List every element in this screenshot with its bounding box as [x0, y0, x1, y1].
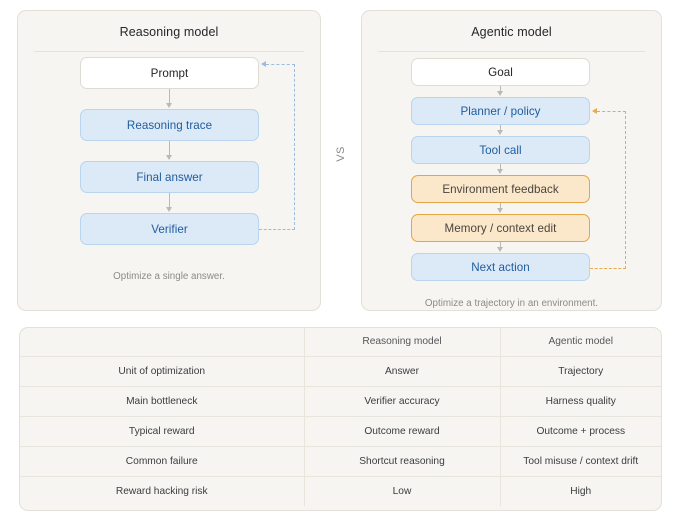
arrow-memory-to-nextaction-line: [500, 242, 501, 247]
arrow-planner-to-toolcall-line: [500, 125, 501, 130]
cell-reasoning: Shortcut reasoning: [303, 445, 500, 476]
node-next-action-label: Next action: [471, 260, 530, 274]
node-prompt-label: Prompt: [150, 66, 189, 80]
agentic-model-panel: Agentic model Goal Planner / policy Tool…: [361, 10, 662, 311]
feedback-loop-right-segment: [294, 64, 295, 230]
cell-agentic: Trajectory: [499, 355, 661, 386]
arrow-answer-to-verifier-head: [166, 207, 172, 212]
arrow-goal-to-planner-line: [500, 86, 501, 91]
arrow-prompt-to-trace-head: [166, 103, 172, 108]
table-row: Reward hacking risk Low High: [20, 475, 661, 506]
cell-attribute: Main bottleneck: [20, 385, 304, 416]
arrow-toolcall-to-envfeedback-head: [497, 169, 503, 174]
agentic-loop-right-segment: [625, 111, 626, 269]
node-planner-policy[interactable]: Planner / policy: [411, 97, 590, 125]
reasoning-model-panel: Reasoning model Prompt Reasoning trace F…: [17, 10, 321, 311]
arrow-prompt-to-trace-line: [169, 89, 170, 103]
agentic-model-caption: Optimize a trajectory in an environment.: [424, 298, 599, 309]
cell-agentic: Tool misuse / context drift: [499, 445, 661, 476]
agentic-loop-top-segment: [597, 111, 626, 112]
cell-agentic: Outcome + process: [499, 415, 661, 446]
node-final-answer-label: Final answer: [136, 170, 203, 184]
arrow-planner-to-toolcall-head: [497, 130, 503, 135]
vs-divider-label: VS: [335, 146, 347, 162]
cell-reasoning: Low: [303, 475, 500, 506]
comparison-table-body: Unit of optimization Answer Trajectory M…: [20, 355, 661, 506]
node-verifier-label: Verifier: [151, 222, 188, 236]
table-header-attribute: [20, 328, 304, 356]
node-planner-policy-label: Planner / policy: [460, 104, 541, 118]
agentic-loop-arrowhead: [592, 107, 597, 114]
arrow-memory-to-nextaction-head: [497, 247, 503, 252]
table-header-row: Reasoning model Agentic model: [20, 328, 661, 356]
panel-divider-rule: [34, 51, 304, 52]
agentic-model-title: Agentic model: [471, 25, 552, 39]
cell-attribute: Reward hacking risk: [20, 475, 304, 506]
node-prompt[interactable]: Prompt: [80, 57, 259, 89]
reasoning-model-caption: Optimize a single answer.: [113, 271, 225, 282]
cell-agentic: High: [499, 475, 661, 506]
cell-reasoning: Answer: [303, 355, 500, 386]
table-row: Main bottleneck Verifier accuracy Harnes…: [20, 385, 661, 416]
node-verifier[interactable]: Verifier: [80, 213, 259, 245]
arrow-trace-to-answer-head: [166, 155, 172, 160]
node-goal[interactable]: Goal: [411, 58, 590, 86]
cell-attribute: Common failure: [20, 445, 304, 476]
node-environment-feedback[interactable]: Environment feedback: [411, 175, 590, 203]
table-row: Unit of optimization Answer Trajectory: [20, 355, 661, 386]
table-header-reasoning: Reasoning model: [303, 328, 500, 356]
feedback-loop-top-segment: [266, 64, 295, 65]
arrow-trace-to-answer-line: [169, 141, 170, 155]
agentic-loop-bottom-segment: [590, 268, 626, 269]
arrow-toolcall-to-envfeedback-line: [500, 164, 501, 169]
table-row: Typical reward Outcome reward Outcome + …: [20, 415, 661, 446]
node-reasoning-trace[interactable]: Reasoning trace: [80, 109, 259, 141]
node-tool-call[interactable]: Tool call: [411, 136, 590, 164]
arrow-envfeedback-to-memory-head: [497, 208, 503, 213]
node-reasoning-trace-label: Reasoning trace: [126, 118, 213, 132]
comparison-panel: Reasoning model Agentic model Unit of op…: [19, 327, 662, 511]
arrow-envfeedback-to-memory-line: [500, 203, 501, 208]
comparison-table: Reasoning model Agentic model Unit of op…: [20, 328, 661, 506]
cell-attribute: Typical reward: [20, 415, 304, 446]
cell-agentic: Harness quality: [499, 385, 661, 416]
arrow-goal-to-planner-head: [497, 91, 503, 96]
node-goal-label: Goal: [488, 65, 513, 79]
node-memory-context-edit[interactable]: Memory / context edit: [411, 214, 590, 242]
reasoning-model-title: Reasoning model: [119, 25, 219, 39]
cell-reasoning: Verifier accuracy: [303, 385, 500, 416]
node-tool-call-label: Tool call: [479, 143, 522, 157]
cell-reasoning: Outcome reward: [303, 415, 500, 446]
node-final-answer[interactable]: Final answer: [80, 161, 259, 193]
arrow-answer-to-verifier-line: [169, 193, 170, 207]
table-header-agentic: Agentic model: [499, 328, 661, 356]
cell-attribute: Unit of optimization: [20, 355, 304, 386]
table-row: Common failure Shortcut reasoning Tool m…: [20, 445, 661, 476]
feedback-loop-arrowhead: [261, 60, 266, 67]
node-next-action[interactable]: Next action: [411, 253, 590, 281]
panel-divider-rule: [378, 51, 645, 52]
feedback-loop-bottom-segment: [259, 229, 295, 230]
node-environment-feedback-label: Environment feedback: [442, 182, 559, 196]
comparison-table-head: Reasoning model Agentic model: [20, 328, 661, 356]
node-memory-context-edit-label: Memory / context edit: [444, 221, 557, 235]
